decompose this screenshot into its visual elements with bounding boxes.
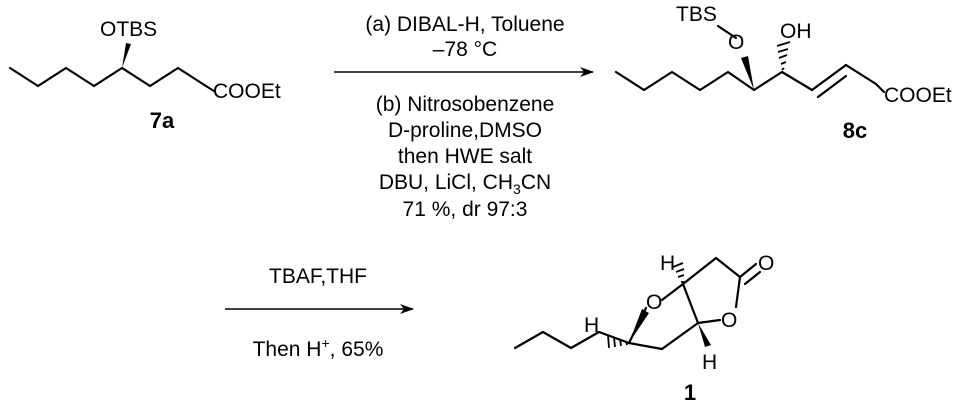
1-carbonyl-oxygen: O xyxy=(758,252,774,275)
8c-carbon-chain xyxy=(614,70,814,92)
step1-temperature: –78 °C xyxy=(433,38,497,61)
8c-hydroxyl-label: OH xyxy=(780,20,812,43)
8c-ester-label: COOEt xyxy=(884,84,952,107)
1-ring-bond-d xyxy=(627,341,664,351)
8c-wedge-bond xyxy=(741,56,754,90)
1-lactone-bond-a xyxy=(681,256,718,286)
8c-ester-bond xyxy=(874,82,886,94)
8c-tbs-label: TBS xyxy=(676,3,717,26)
7a-ester-bond xyxy=(204,84,216,93)
1-ring-oxygen-right: O xyxy=(721,309,737,332)
reaction-arrow-1: (a) DIBAL-H, Toluene –78 °C (b) Nitrosob… xyxy=(334,13,594,221)
8c-o-si-bond xyxy=(716,24,738,40)
1-wedge-bond-bottom xyxy=(698,323,711,347)
step1-reagent-b: (b) Nitrosobenzene xyxy=(376,93,555,116)
1-lactone-bond-b xyxy=(714,256,742,279)
step2-reagent: TBAF,THF xyxy=(269,265,367,288)
1-ring-bond-c xyxy=(660,321,700,351)
1-carbonyl-bond-2 xyxy=(743,270,762,286)
7a-compound-number: 7a xyxy=(150,108,175,133)
8c-compound-number: 8c xyxy=(843,118,867,143)
7a-carbon-chain xyxy=(8,66,208,88)
7a-ester-label: COOEt xyxy=(213,80,281,103)
step2-acid-yield: Then H+, 65% xyxy=(253,335,384,361)
1-carbonyl-bond xyxy=(738,262,758,279)
compound-8c: TBS O OH COOEt 8c xyxy=(614,3,952,143)
8c-alkene-bond xyxy=(810,63,848,92)
8c-ether-oxygen: O xyxy=(728,31,744,54)
1-ring-bond-b xyxy=(660,282,685,302)
7a-wedge-bond xyxy=(122,43,131,68)
1-compound-number: 1 xyxy=(684,380,696,405)
1-butyl-chain xyxy=(513,330,631,350)
step1-hwe: then HWE salt xyxy=(398,145,532,168)
8c-hashed-bond xyxy=(776,41,791,71)
step1-catalyst: D-proline,DMSO xyxy=(388,119,542,142)
1-hashed-bond-top xyxy=(672,262,685,283)
step1-yield: 71 %, dr 97:3 xyxy=(403,198,528,221)
1-lactone-bond-d xyxy=(696,318,722,325)
1-ring-oxygen-left: O xyxy=(646,291,662,314)
8c-alkene-bond-2 xyxy=(816,74,848,99)
compound-7a: OTBS COOEt 7a xyxy=(8,18,281,133)
1-wedge-bond-left xyxy=(629,309,649,343)
reaction-arrow-2: TBAF,THF Then H+, 65% xyxy=(225,265,414,361)
1-hashed-bond-left xyxy=(607,334,628,349)
step1-reagent-a: (a) DIBAL-H, Toluene xyxy=(365,13,564,36)
1-lactone-bond-c xyxy=(734,275,742,309)
7a-otbs-label: OTBS xyxy=(100,18,157,41)
1-h-top: H xyxy=(660,252,675,275)
compound-1: H H H O O O 1 xyxy=(513,252,774,405)
1-h-left: H xyxy=(584,314,599,337)
8c-vinyl-bond xyxy=(844,63,878,86)
1-ring-fusion-bond xyxy=(681,282,700,325)
step1-base: DBU, LiCl, CH3CN xyxy=(379,171,551,197)
1-h-bottom: H xyxy=(702,351,717,374)
